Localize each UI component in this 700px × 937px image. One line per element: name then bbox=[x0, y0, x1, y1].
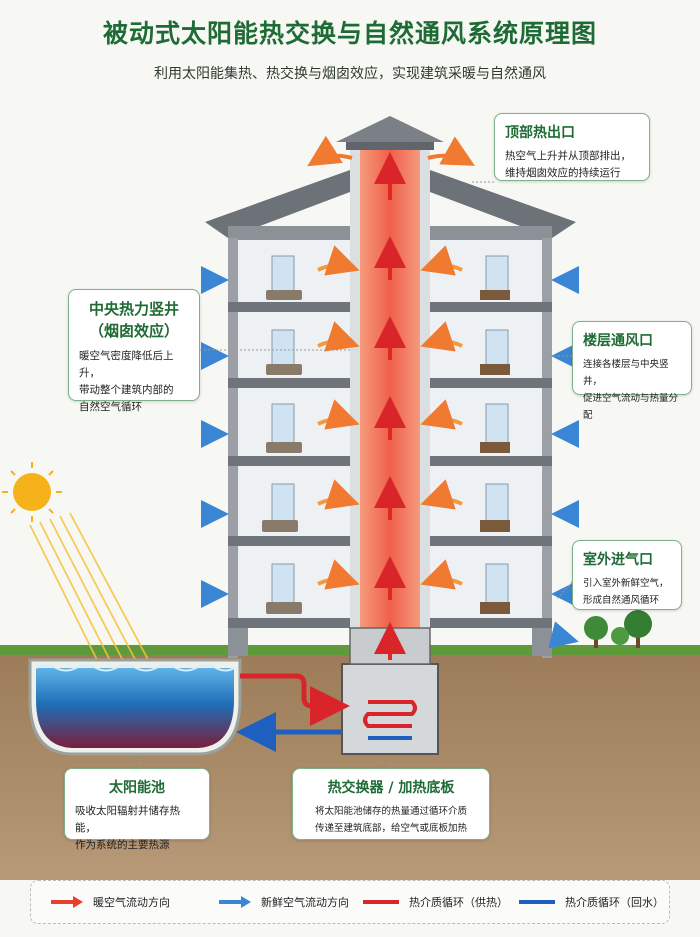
legend-label-supply: 热介质循环（供热） bbox=[409, 896, 508, 909]
callout-outdoor-inlet-title: 室外进气口 bbox=[583, 552, 653, 568]
callout-solar-pond: 太阳能池 吸收太阳辐射并储存热能， 作为系统的主要热源 bbox=[64, 768, 210, 851]
solar-pond-water bbox=[36, 668, 234, 748]
supply-pipe bbox=[240, 673, 350, 726]
callout-heat-exchanger-body: 将太阳能池储存的热量通过循环介质 传递至建筑底部，给空气或底板加热 bbox=[314, 806, 467, 834]
system-diagram bbox=[0, 116, 700, 880]
central-shaft bbox=[360, 142, 420, 628]
room-warm-arrows bbox=[317, 245, 463, 590]
callout-floor-vents: 楼层通风口 连接各楼层与中央竖井， 促进空气流动与热量分配 bbox=[572, 321, 692, 421]
callout-solar-pond-title: 太阳能池 bbox=[109, 780, 165, 796]
callout-floor-vents-body: 连接各楼层与中央竖井， 促进空气流动与热量分配 bbox=[583, 359, 679, 421]
callout-top-outlet-title: 顶部热出口 bbox=[505, 125, 575, 141]
heat-exchanger-coils bbox=[363, 700, 417, 740]
legend-label-warm-air: 暖空气流动方向 bbox=[93, 896, 170, 909]
callout-solar-pond-body: 吸收太阳辐射并储存热能， 作为系统的主要热源 bbox=[75, 805, 180, 851]
fresh-air-arrows bbox=[201, 266, 579, 649]
sun-icon bbox=[2, 462, 62, 522]
page-title: 被动式太阳能热交换与自然通风系统原理图 bbox=[102, 19, 597, 48]
trees bbox=[584, 610, 652, 648]
supply-line-icon bbox=[363, 900, 399, 904]
callout-central-shaft-body: 暖空气密度降低后上升， 带动整个建筑内部的 自然空气循环 bbox=[79, 350, 174, 413]
callout-top-outlet-body: 热空气上升并从顶部排出， 维持烟囱效应的持续运行 bbox=[505, 150, 631, 179]
callout-heat-exchanger-title: 热交换器 / 加热底板 bbox=[327, 780, 455, 796]
top-outlet-arrows bbox=[307, 135, 475, 167]
callout-central-shaft-title: 中央热力竖井 （烟囱效应） bbox=[88, 300, 179, 340]
fresh-air-arrow-icon bbox=[219, 896, 251, 908]
callout-outdoor-inlet-body: 引入室外新鲜空气， 形成自然通风循环 bbox=[583, 578, 669, 606]
warm-air-arrow-icon bbox=[51, 896, 83, 908]
building bbox=[205, 170, 576, 658]
legend-item-warm-air: 暖空气流动方向 bbox=[49, 881, 170, 923]
callout-outdoor-inlet: 室外进气口 引入室外新鲜空气， 形成自然通风循环 bbox=[572, 540, 682, 610]
legend-label-fresh-air: 新鲜空气流动方向 bbox=[261, 896, 349, 909]
legend-item-fresh-air: 新鲜空气流动方向 bbox=[217, 881, 349, 923]
legend-label-return: 热介质循环（回水） bbox=[565, 896, 664, 909]
legend-item-supply: 热介质循环（供热） bbox=[361, 881, 508, 923]
legend-item-return: 热介质循环（回水） bbox=[517, 881, 664, 923]
callout-central-shaft: 中央热力竖井 （烟囱效应） 暖空气密度降低后上升， 带动整个建筑内部的 自然空气… bbox=[68, 289, 200, 413]
shaft-cap bbox=[336, 116, 444, 142]
callout-heat-exchanger: 热交换器 / 加热底板 将太阳能池储存的热量通过循环介质 传递至建筑底部，给空气… bbox=[292, 768, 490, 840]
callout-top-outlet: 顶部热出口 热空气上升并从顶部排出， 维持烟囱效应的持续运行 bbox=[494, 113, 650, 181]
return-line-icon bbox=[519, 900, 555, 904]
heat-exchanger-box bbox=[341, 663, 439, 755]
callout-floor-vents-title: 楼层通风口 bbox=[583, 333, 653, 349]
page-subtitle: 利用太阳能集热、热交换与烟囱效应，实现建筑采暖与自然通风 bbox=[154, 66, 546, 82]
legend: 暖空气流动方向 新鲜空气流动方向 热介质循环（供热） 热介质循环（回水） bbox=[30, 880, 670, 924]
